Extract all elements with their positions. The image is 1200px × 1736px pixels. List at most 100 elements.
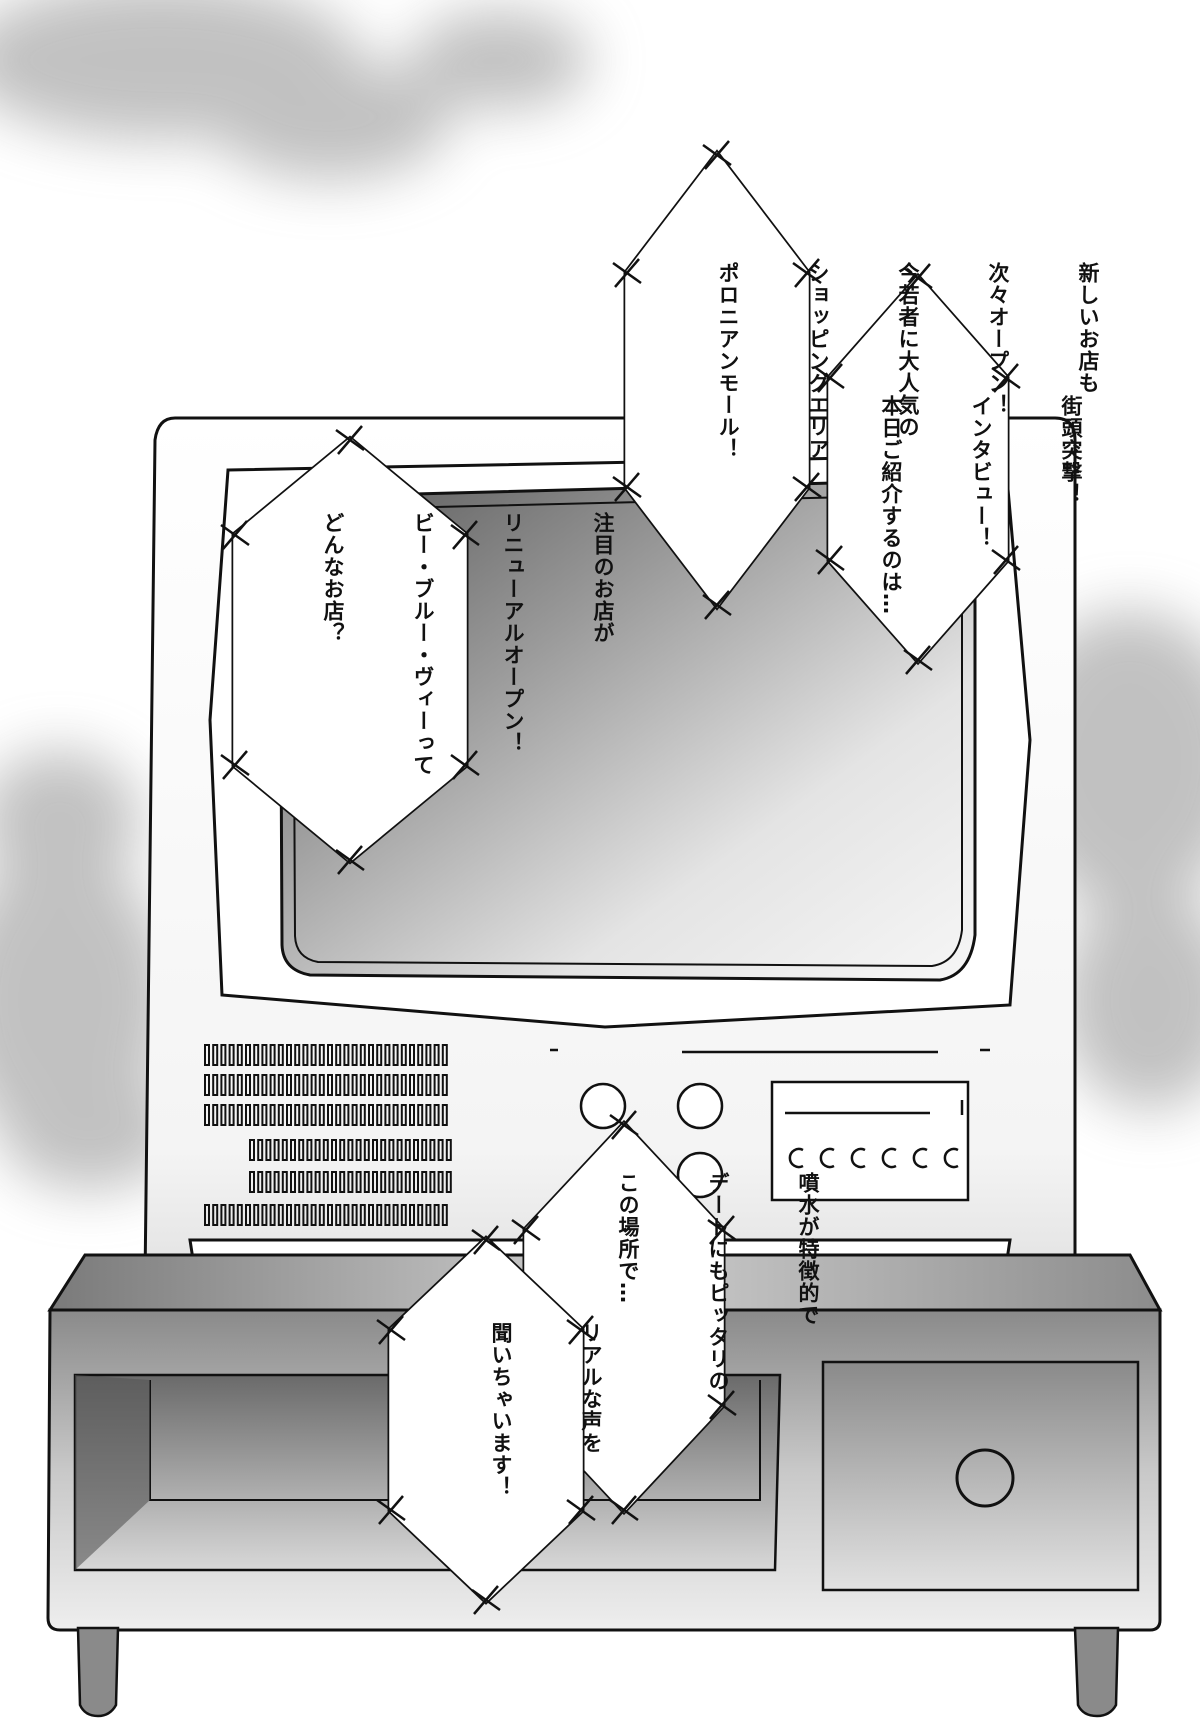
bubble-line: インタビュー！	[969, 395, 993, 549]
cross-mark	[568, 1315, 594, 1345]
grille-slot	[249, 1139, 255, 1161]
hex-bubble-mall	[612, 140, 822, 620]
cross-mark	[611, 1495, 637, 1525]
grille-slot	[204, 1104, 210, 1126]
grille-slot	[277, 1204, 284, 1226]
grille-slot	[363, 1139, 370, 1161]
grille-slot	[265, 1171, 272, 1193]
hex-bubble-street-interview	[815, 263, 1021, 675]
cross-mark	[905, 263, 931, 293]
bubble-line: ビー・ブルー・ヴィーって	[411, 512, 435, 776]
grille-slot	[245, 1204, 251, 1226]
grille-slot	[220, 1204, 227, 1226]
grille-slot	[396, 1139, 403, 1161]
grille-slot	[318, 1104, 325, 1126]
cross-mark	[452, 750, 478, 780]
control-panel	[550, 1048, 990, 1202]
grille-slot	[441, 1104, 448, 1126]
grille-slot	[269, 1104, 276, 1126]
cross-mark	[709, 1390, 735, 1420]
grille-slot	[245, 1044, 251, 1066]
grille-slot	[253, 1044, 260, 1066]
grille-slot	[306, 1139, 313, 1161]
bubble-mall: 新しいお店も 次々オープン！ 今若者に大人気の ショッピングエリア ポロニアンモ…	[683, 262, 1163, 572]
grille-slot	[363, 1171, 370, 1193]
grille-slot	[351, 1074, 358, 1096]
cross-mark	[614, 472, 640, 502]
grille-slot	[380, 1171, 387, 1193]
grille-slot	[355, 1139, 362, 1161]
grille-slot	[392, 1204, 399, 1226]
grille-slot	[409, 1104, 415, 1126]
bubble-shop: 注目のお店が リニューアルオープン！ ビー・ブルー・ヴィーって どんなお店？	[288, 512, 678, 822]
grille-slot	[400, 1044, 407, 1066]
grille-slot	[355, 1171, 362, 1193]
grille-slot	[236, 1044, 243, 1066]
grille-slot	[359, 1074, 366, 1096]
grille-slot	[294, 1104, 301, 1126]
grille-slot	[331, 1171, 337, 1193]
cross-mark	[794, 472, 820, 502]
drawer-knob-icon	[955, 1448, 1015, 1508]
grille-slot	[290, 1139, 296, 1161]
grille-slot	[437, 1171, 444, 1193]
grille-slot	[261, 1044, 268, 1066]
bubble-line: 今若者に大人気の	[896, 262, 920, 438]
bubble-line: 本日ご紹介するのは…	[879, 395, 903, 615]
grille-slot	[335, 1104, 342, 1126]
grille-slot	[269, 1204, 276, 1226]
channel-button-icon	[943, 1147, 959, 1169]
grille-slot	[425, 1104, 432, 1126]
grille-slot	[396, 1171, 403, 1193]
bubble-line: どんなお店？	[321, 512, 345, 644]
cross-mark	[709, 1215, 735, 1245]
cross-mark	[222, 750, 248, 780]
grille-slot	[339, 1171, 346, 1193]
cabinet-drawer	[821, 1360, 1140, 1592]
grille-slot	[347, 1139, 354, 1161]
grille-slot	[429, 1139, 436, 1161]
grille-slot	[384, 1044, 391, 1066]
grille-slot	[253, 1204, 260, 1226]
grille-slot	[425, 1204, 432, 1226]
grille-slot	[261, 1104, 268, 1126]
grille-slot	[204, 1074, 210, 1096]
cross-mark	[905, 645, 931, 675]
channel-button-icon	[819, 1147, 835, 1169]
narration-bubbles	[220, 140, 1021, 1615]
grille-slot	[306, 1171, 313, 1193]
bubble-fountain: 噴水が特徴的で デートにもピッタリの この場所で…	[583, 1172, 883, 1472]
grille-slot	[220, 1074, 227, 1096]
grille-slot	[392, 1044, 399, 1066]
grille-slot	[421, 1171, 428, 1193]
channel-button-icon	[850, 1147, 866, 1169]
grille-slot	[310, 1074, 317, 1096]
grille-slot	[277, 1104, 284, 1126]
grille-slot	[228, 1044, 235, 1066]
grille-slot	[376, 1104, 383, 1126]
grille-slot	[269, 1044, 276, 1066]
grille-slot	[441, 1204, 448, 1226]
grille-slot	[204, 1204, 210, 1226]
grille-slot	[368, 1044, 374, 1066]
bubble-line: 街頭突撃！	[1059, 395, 1083, 505]
grille-slot	[400, 1104, 407, 1126]
grille-slot	[277, 1044, 284, 1066]
grille-slot	[298, 1171, 305, 1193]
grille-slot	[212, 1074, 219, 1096]
tuning-knob-2	[676, 1082, 724, 1130]
grille-slot	[368, 1204, 374, 1226]
grille-slot	[318, 1074, 325, 1096]
cross-mark	[337, 845, 363, 875]
cross-mark	[337, 425, 363, 455]
grille-slot	[322, 1171, 329, 1193]
grille-slot	[409, 1204, 415, 1226]
grille-slot	[310, 1104, 317, 1126]
grille-slot	[302, 1104, 309, 1126]
grille-slot	[273, 1171, 280, 1193]
grille-slot	[388, 1171, 395, 1193]
bubble-line: ショッピングエリア	[806, 262, 830, 460]
grille-slot	[351, 1104, 358, 1126]
bubble-line: デートにもピッタリの	[706, 1172, 730, 1392]
